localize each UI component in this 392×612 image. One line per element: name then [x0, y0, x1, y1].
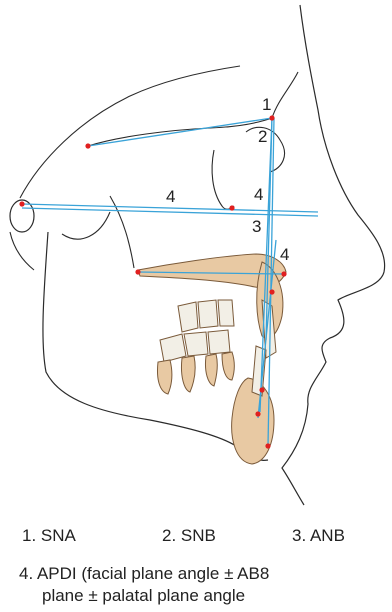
premolar-upper: [218, 300, 234, 326]
sigmoid-notch: [62, 212, 110, 239]
landmark-porion: [19, 201, 24, 206]
label-4-facial: 4: [254, 185, 263, 204]
sn-line: [88, 118, 272, 146]
molar-lower-2: [184, 332, 208, 356]
posterior-skull: [10, 232, 34, 270]
root-1: [157, 360, 172, 394]
landmark-ans: [281, 271, 286, 276]
premolar-lower: [208, 330, 230, 354]
label-4-palatal: 4: [280, 245, 289, 264]
landmark-pogonion: [255, 411, 260, 416]
figure-caption: 1. SNA 2. SNB 3. ANB 4. APDI (facial pla…: [0, 510, 392, 612]
landmark-pns: [135, 269, 140, 274]
frankfort-plane-line-2: [22, 208, 318, 216]
landmark-sella: [85, 143, 90, 148]
caption-item-snb: 2. SNB: [162, 526, 216, 546]
cephalometric-tracing: 1 2 4 4 3 4: [0, 0, 392, 510]
molar-upper-1: [178, 302, 198, 332]
landmark-nasion: [269, 115, 274, 120]
label-3: 3: [252, 217, 261, 236]
landmark-gnathion: [265, 443, 270, 448]
molar-upper-2: [198, 300, 218, 328]
caption-item-apdi: 4. APDI (facial plane angle ± AB8: [19, 564, 269, 584]
root-2: [181, 356, 195, 392]
root-4: [222, 352, 234, 380]
label-1: 1: [262, 95, 271, 114]
caption-item-apdi-cont: plane ± palatal plane angle: [42, 586, 245, 606]
cephalometric-diagram: 1 2 4 4 3 4: [0, 0, 392, 510]
caption-item-sna: 1. SNA: [22, 526, 76, 546]
root-3: [205, 354, 217, 386]
landmark-orbitale: [229, 205, 234, 210]
caption-item-anb: 3. ANB: [292, 526, 345, 546]
label-2: 2: [258, 127, 267, 146]
pterygoid-outline: [212, 150, 234, 209]
soft-tissue-profile: [282, 5, 385, 505]
label-4-frankfort: 4: [166, 187, 175, 206]
cranium-outline: [20, 66, 240, 198]
nasal-bone: [272, 72, 298, 118]
landmark-a-point: [269, 289, 274, 294]
landmark-b-point: [259, 387, 264, 392]
